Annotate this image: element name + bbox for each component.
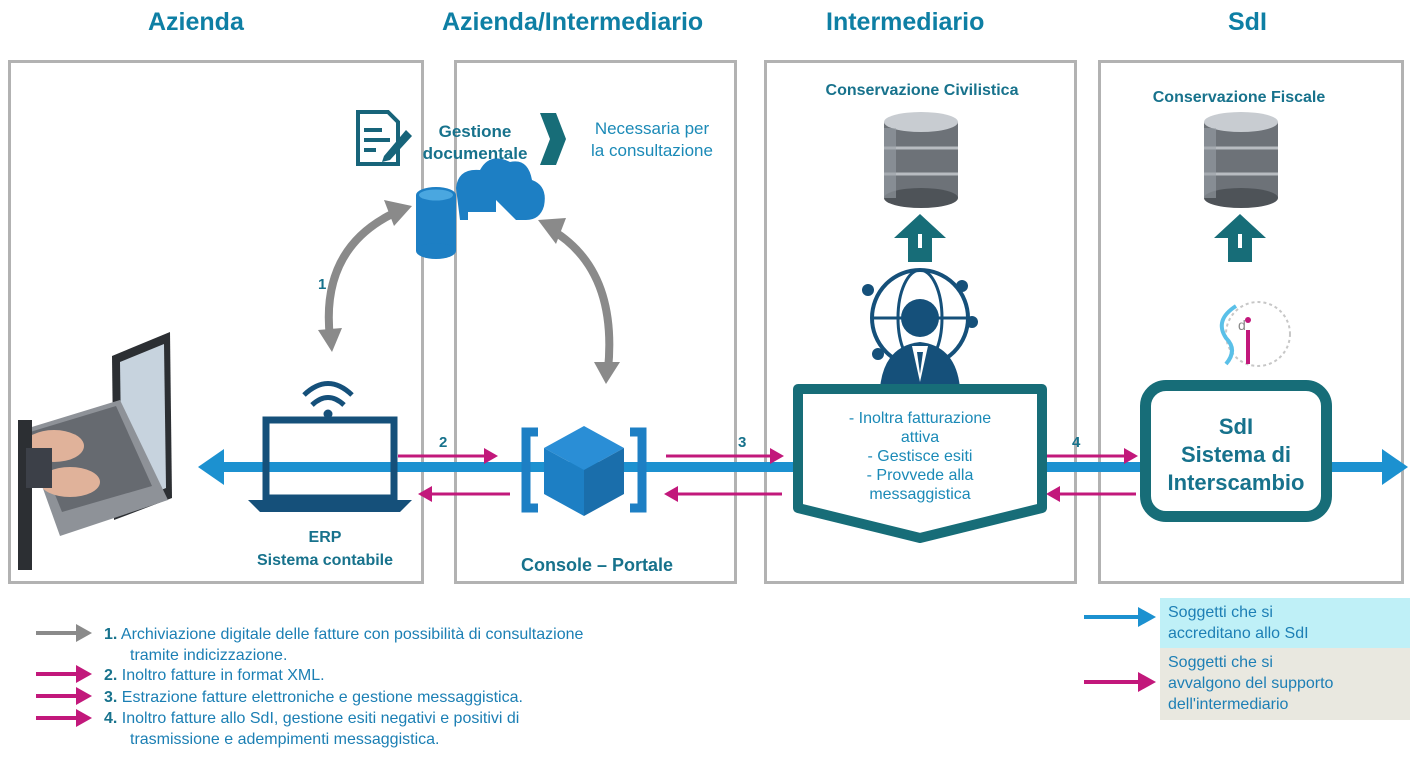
up-arrow-icon-civilistica xyxy=(894,214,946,262)
legend-pink-arrow xyxy=(1084,672,1156,692)
task-line-1: - Inoltra fatturazione xyxy=(848,410,992,427)
consultazione-line1: Necessaria per xyxy=(594,119,710,138)
column-title-sdi: SdI xyxy=(1228,8,1267,36)
erp-laptop-icon xyxy=(248,381,412,512)
svg-text:d: d xyxy=(1238,317,1246,333)
gray-arrow-cloud-console xyxy=(538,218,620,384)
note-arrow-2-pink xyxy=(36,665,92,683)
note-4-text: Inoltro fatture allo SdI, gestione esiti… xyxy=(121,710,520,727)
note-1-number: 1. xyxy=(104,626,118,643)
consultazione-note: Necessaria per la consultazione xyxy=(572,118,732,162)
legend-pink-line3: dell'intermediario xyxy=(1168,696,1289,713)
erp-label: ERP Sistema contabile xyxy=(212,526,438,572)
sdi-box-line3: Interscambio xyxy=(1167,470,1305,495)
column-title-azienda: Azienda xyxy=(148,8,244,36)
task-line-5: messaggistica xyxy=(869,486,971,503)
note-4-continuation: trasmissione e adempimenti messaggistica… xyxy=(130,731,440,748)
database-icon-fiscale xyxy=(1204,112,1278,208)
console-portale-label: Console – Portale xyxy=(520,555,674,575)
task-line-4: - Provvede alla xyxy=(866,467,974,484)
arrow-number-2: 2 xyxy=(439,434,448,451)
task-line-2: attiva xyxy=(900,429,940,446)
legend-blue-line1: Soggetti che si xyxy=(1168,604,1273,621)
cloud-database-icon xyxy=(416,158,545,259)
database-icon-civilistica xyxy=(884,112,958,208)
network-person-icon xyxy=(862,268,978,388)
gray-arrow-erp-cloud xyxy=(318,200,412,352)
arrow-number-3: 3 xyxy=(738,434,747,451)
erp-line2: Sistema contabile xyxy=(256,552,394,569)
arrow-number-1: 1 xyxy=(318,276,327,293)
note-arrow-4-pink xyxy=(36,709,92,727)
note-arrow-1-gray xyxy=(36,624,92,642)
note-1-text: Archiviazione digitale delle fatture con… xyxy=(120,626,584,643)
conservazione-fiscale-label: Conservazione Fiscale xyxy=(1152,89,1326,106)
note-arrow-3-pink xyxy=(36,687,92,705)
legend-blue-box: Soggetti che si accreditano allo SdI xyxy=(1160,598,1410,648)
legend-blue-line2: accreditano allo SdI xyxy=(1168,625,1309,642)
legend-pink-line2: avvalgono del supporto xyxy=(1168,675,1334,692)
sdi-sistema-interscambio-box: SdI Sistema di Interscambio xyxy=(1140,380,1332,522)
gestione-line2: documentale xyxy=(422,144,528,163)
intermediary-tasks: - Inoltra fatturazione attiva - Gestisce… xyxy=(808,409,1032,504)
intermediary-box-shape xyxy=(793,384,1047,543)
document-icon xyxy=(356,110,412,166)
arrow-number-4: 4 xyxy=(1072,434,1081,451)
note-3-text: Estrazione fatture elettroniche e gestio… xyxy=(121,689,523,706)
note-4-number: 4. xyxy=(104,710,118,727)
sdi-box-line2: Sistema di xyxy=(1180,442,1292,467)
note-2-number: 2. xyxy=(104,667,118,684)
up-arrow-icon-fiscale xyxy=(1214,214,1266,262)
sdi-logo-icon: d xyxy=(1219,301,1291,367)
erp-line1: ERP xyxy=(308,529,342,546)
column-title-azienda-intermediario: Azienda/Intermediario xyxy=(442,8,704,36)
task-line-3: - Gestisce esiti xyxy=(867,448,973,465)
gestione-documentale-label: Gestione documentale xyxy=(412,121,538,165)
pink-arrow-4-right xyxy=(1046,448,1138,464)
note-4: 4. Inoltro fatture allo SdI, gestione es… xyxy=(104,709,519,728)
note-3-number: 3. xyxy=(104,689,118,706)
legend-pink-line1: Soggetti che si xyxy=(1168,654,1273,671)
sdi-box-line1: SdI xyxy=(1218,414,1254,439)
pink-arrow-2-right xyxy=(398,448,498,464)
consultazione-line2: la consultazione xyxy=(591,141,713,160)
pink-arrow-4-left xyxy=(1046,486,1136,502)
pink-arrow-3-left xyxy=(664,486,782,502)
note-2: 2. Inoltro fatture in format XML. xyxy=(104,666,325,685)
gestione-line1: Gestione xyxy=(438,122,512,141)
pink-arrow-3-right xyxy=(666,448,784,464)
laptop-typing-image xyxy=(18,332,172,570)
legend-blue-arrow xyxy=(1084,607,1156,627)
conservazione-civilistica-label: Conservazione Civilistica xyxy=(825,82,1019,99)
chevron-icon xyxy=(540,113,566,165)
legend-pink-box: Soggetti che si avvalgono del supporto d… xyxy=(1160,648,1410,720)
note-3: 3. Estrazione fatture elettroniche e ges… xyxy=(104,688,523,707)
note-1: 1. Archiviazione digitale delle fatture … xyxy=(104,625,583,644)
note-2-text: Inoltro fatture in format XML. xyxy=(121,667,325,684)
pink-arrow-2-left xyxy=(418,486,510,502)
column-title-intermediario: Intermediario xyxy=(826,8,985,36)
console-cube-icon xyxy=(521,426,647,516)
note-1-continuation: tramite indicizzazione. xyxy=(130,647,288,664)
